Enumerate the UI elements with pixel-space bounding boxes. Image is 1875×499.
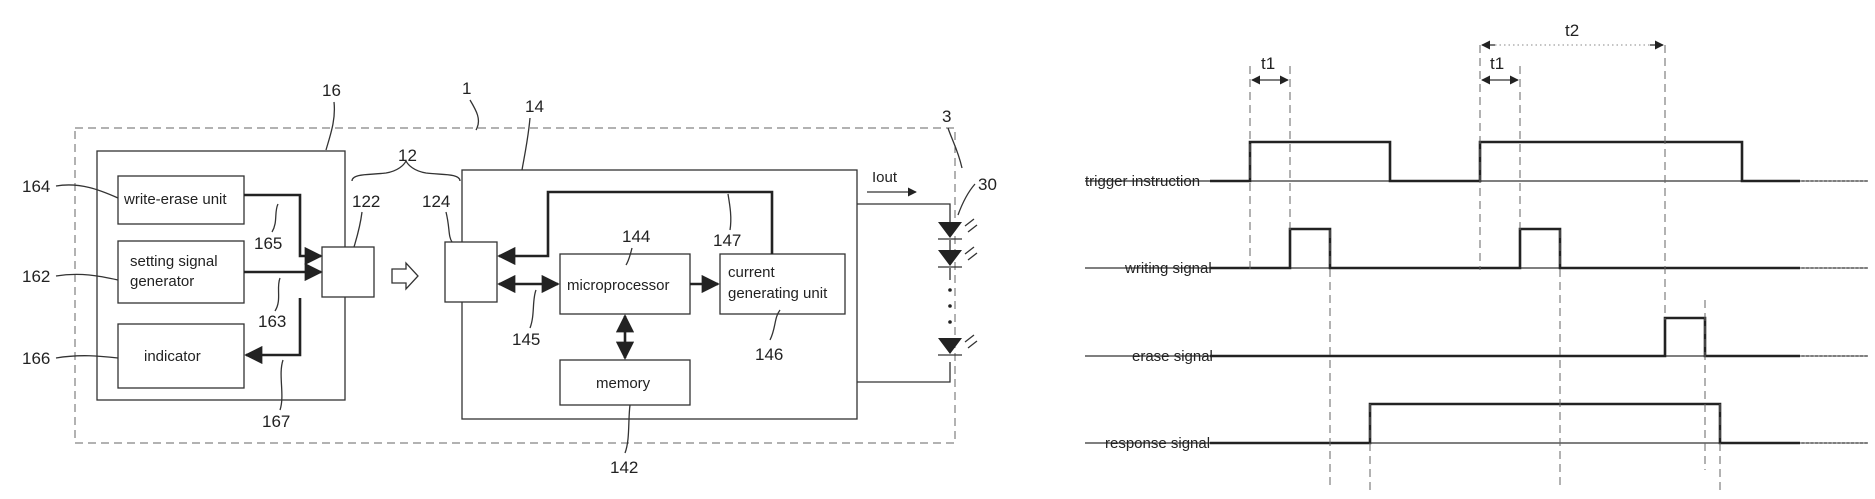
erase-signal-waveform (1210, 318, 1800, 356)
led-n (938, 338, 962, 354)
indicator-label: indicator (144, 348, 201, 365)
interval-label-t1-first: t1 (1261, 54, 1275, 73)
setting-signal-generator-box (118, 241, 244, 303)
led-2 (938, 250, 962, 266)
iout-label: Iout (872, 169, 898, 186)
write-erase-unit-label: write-erase unit (123, 191, 227, 208)
signal-label-response: response signal (1105, 435, 1210, 452)
current-label-2: generating unit (728, 285, 828, 302)
ref-line-165: 165 (254, 234, 282, 253)
interface-hollow-arrow (392, 263, 418, 289)
ref-line-163: 163 (258, 312, 286, 331)
ref-memory: 142 (610, 458, 638, 477)
ref-write-erase: 164 (22, 177, 50, 196)
ref-setting-generator: 162 (22, 267, 50, 286)
ref-programmer: 16 (322, 81, 341, 100)
current-label-1: current (728, 264, 776, 281)
ref-system: 1 (462, 79, 471, 98)
signal-label-writing: writing signal (1124, 260, 1212, 277)
ref-line-147: 147 (713, 231, 741, 250)
ref-microprocessor: 144 (622, 227, 650, 246)
interval-label-t2: t2 (1565, 21, 1579, 40)
interval-label-t1-second: t1 (1490, 54, 1504, 73)
ref-led-string: 3 (942, 107, 951, 126)
ref-line-145: 145 (512, 330, 540, 349)
ref-port-122: 122 (352, 192, 380, 211)
ref-indicator: 166 (22, 349, 50, 368)
setting-signal-label-2: generator (130, 273, 194, 290)
block-diagram: 1 16 write-erase unit setting signal gen… (22, 79, 997, 477)
setting-signal-label-1: setting signal (130, 253, 218, 270)
driver-port-124 (445, 242, 497, 302)
ref-current-unit: 146 (755, 345, 783, 364)
response-signal-waveform (1210, 404, 1800, 443)
led-1 (938, 222, 962, 238)
ref-driver: 14 (525, 97, 544, 116)
writing-signal-waveform (1210, 229, 1800, 268)
microprocessor-label: microprocessor (567, 277, 670, 294)
memory-label: memory (596, 375, 651, 392)
programmer-port-122 (322, 247, 374, 297)
ref-line-167: 167 (262, 412, 290, 431)
current-generating-unit-box (720, 254, 845, 314)
return-line (857, 362, 950, 382)
signal-label-erase: erase signal (1132, 348, 1213, 365)
iout-line (857, 204, 950, 222)
ref-leds: 30 (978, 175, 997, 194)
ref-interface: 12 (398, 146, 417, 165)
led-string (938, 219, 977, 355)
ref-port-124: 124 (422, 192, 450, 211)
trigger-instruction-waveform (1210, 142, 1800, 181)
timing-diagram: trigger instruction writing signal erase… (1085, 21, 1868, 490)
signal-label-trigger: trigger instruction (1085, 173, 1200, 190)
